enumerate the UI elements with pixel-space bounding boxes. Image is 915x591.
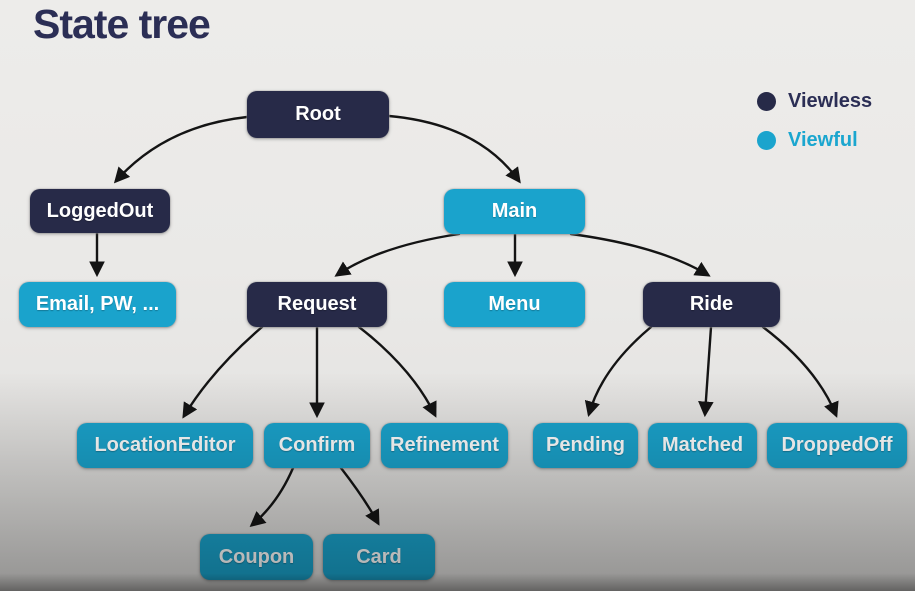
edge-main-request xyxy=(334,232,461,277)
edge-request-refinement xyxy=(357,325,437,418)
tree-node-confirm: Confirm xyxy=(264,423,370,468)
tree-node-label: Refinement xyxy=(390,434,499,456)
edge-root-loggedout xyxy=(113,115,249,184)
tree-node-label: LocationEditor xyxy=(94,434,236,456)
tree-node-root: Root xyxy=(247,91,389,138)
edge-main-ride xyxy=(569,232,711,277)
tree-node-main: Main xyxy=(444,189,585,234)
tree-node-ride: Ride xyxy=(643,282,780,327)
tree-node-label: Coupon xyxy=(218,545,295,568)
tree-node-droppedoff: DroppedOff xyxy=(767,423,907,468)
tree-node-request: Request xyxy=(247,282,387,327)
tree-node-label: Email, PW, ... xyxy=(35,293,160,315)
edge-ride-droppedoff xyxy=(761,325,839,418)
tree-node-label: Root xyxy=(295,103,341,125)
edge-root-main xyxy=(387,114,521,184)
tree-node-label: Pending xyxy=(546,434,625,456)
tree-node-label: LoggedOut xyxy=(46,199,154,222)
tree-node-label: Matched xyxy=(661,434,744,456)
tree-node-label: Request xyxy=(277,293,357,315)
tree-node-card: Card xyxy=(323,534,435,580)
tree-node-matched: Matched xyxy=(648,423,757,468)
edge-ride-pending xyxy=(584,325,653,418)
tree-node-coupon: Coupon xyxy=(200,534,313,580)
edge-request-locationeditor xyxy=(182,325,264,419)
tree-node-menu: Menu xyxy=(444,282,585,327)
tree-node-label: DroppedOff xyxy=(781,434,893,456)
tree-node-pending: Pending xyxy=(533,423,638,468)
tree-node-refinement: Refinement xyxy=(381,423,508,468)
tree-node-emailpw: Email, PW, ... xyxy=(19,282,176,327)
tree-node-label: Confirm xyxy=(278,434,356,456)
edge-confirm-card xyxy=(339,466,380,526)
tree-node-label: Ride xyxy=(689,293,734,315)
tree-node-loggedout: LoggedOut xyxy=(30,189,170,233)
edge-ride-matched xyxy=(698,325,714,418)
tree-node-label: Main xyxy=(491,200,538,222)
edge-confirm-coupon xyxy=(249,466,295,528)
tree-node-label: Card xyxy=(356,545,402,568)
tree-node-label: Menu xyxy=(488,293,541,315)
tree-node-locationeditor: LocationEditor xyxy=(77,423,253,468)
